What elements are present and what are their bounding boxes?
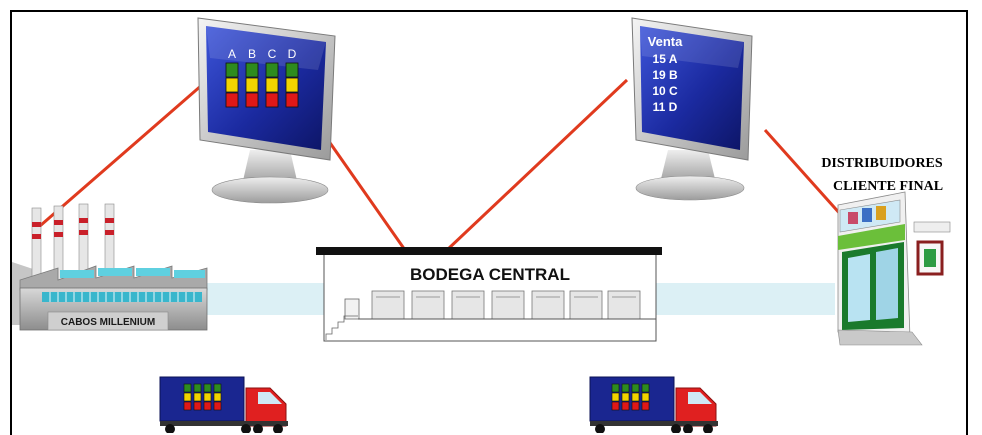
truck-icon-right bbox=[589, 376, 718, 433]
column-label-d: D bbox=[288, 47, 297, 61]
link-warehouse-monitor bbox=[445, 78, 629, 252]
monitor-icon-left: A B C D bbox=[197, 17, 336, 204]
warehouse-icon: BODEGA CENTRAL bbox=[316, 247, 662, 342]
diagram-frame bbox=[10, 10, 968, 435]
column-label-a: A bbox=[228, 47, 236, 61]
sales-line-c: 10 C bbox=[652, 84, 678, 98]
truck-icon-left bbox=[159, 376, 288, 433]
factory-label: CABOS MILLENIUM bbox=[61, 317, 155, 328]
column-label-c: C bbox=[268, 47, 277, 61]
sales-line-b: 19 B bbox=[652, 68, 678, 82]
loading-docks bbox=[371, 290, 641, 320]
monitor-icon-right: Venta 15 A 19 B 10 C 11 D bbox=[631, 17, 753, 201]
warehouse-label: BODEGA CENTRAL bbox=[410, 265, 570, 284]
link-monitor-shop bbox=[763, 128, 844, 218]
sales-title: Venta bbox=[648, 34, 683, 49]
customer-label-line1: DISTRIBUIDORES bbox=[821, 156, 943, 171]
factory-icon: CABOS MILLENIUM bbox=[12, 203, 208, 331]
link-monitor-warehouse bbox=[326, 139, 407, 251]
sales-line-a: 15 A bbox=[653, 52, 678, 66]
column-label-b: B bbox=[248, 47, 256, 61]
sales-line-d: 11 D bbox=[653, 100, 678, 114]
shop-icon bbox=[837, 191, 951, 346]
customer-label-line2: CLIENTE FINAL bbox=[833, 179, 943, 194]
monitor-left-columns: A B C D bbox=[228, 47, 297, 61]
stock-level-bars bbox=[225, 62, 299, 108]
